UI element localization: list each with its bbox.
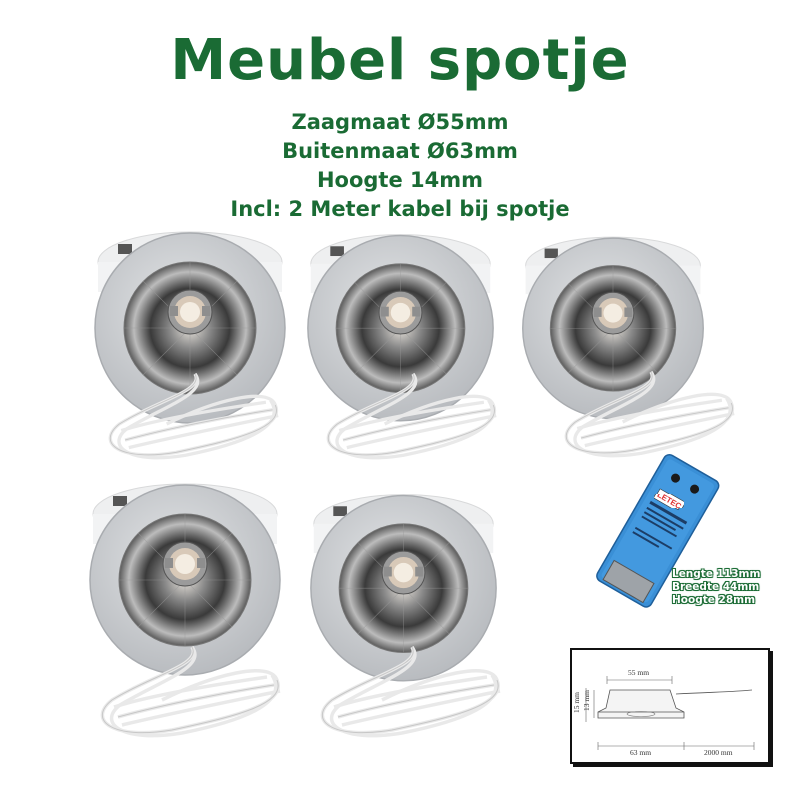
cable-coil-4 — [92, 645, 292, 755]
diagram-label-15mm: 15 mm — [572, 691, 582, 714]
driver-height: Hoogte 28mm — [672, 594, 756, 606]
led-driver — [596, 453, 720, 608]
spec-height: Hoogte 14mm — [316, 168, 484, 192]
spec-cutout: Zaagmaat Ø55mm — [291, 110, 509, 134]
diagram-label-55mm: 55 mm — [628, 668, 650, 677]
diagram-label-2000mm: 2000 mm — [704, 748, 733, 757]
spec-outer-diameter: Buitenmaat Ø63mm — [282, 139, 518, 163]
driver-brand-logo: LETEC — [654, 494, 684, 508]
product-title: Meubel spotje — [170, 28, 630, 93]
spec-cable: Incl: 2 Meter kabel bij spotje — [230, 197, 570, 221]
cable-coil-1 — [100, 372, 290, 476]
spec-list: Zaagmaat Ø55mm Buitenmaat Ø63mm Hoogte 1… — [0, 108, 800, 224]
cable-coil-5 — [312, 645, 512, 755]
driver-length: Lengte 113mm — [672, 568, 761, 580]
driver-dimensions: Lengte 113mm Breedte 44mm Hoogte 28mm — [672, 568, 782, 607]
diagram-label-13mm: 13 mm — [582, 689, 592, 712]
driver-width: Breedte 44mm — [672, 581, 760, 593]
cable-coil-2 — [318, 372, 508, 476]
diagram-label-63mm: 63 mm — [630, 748, 652, 757]
dimension-diagram: 55 mm 15 mm 13 mm 63 mm 2000 mm — [570, 648, 770, 764]
